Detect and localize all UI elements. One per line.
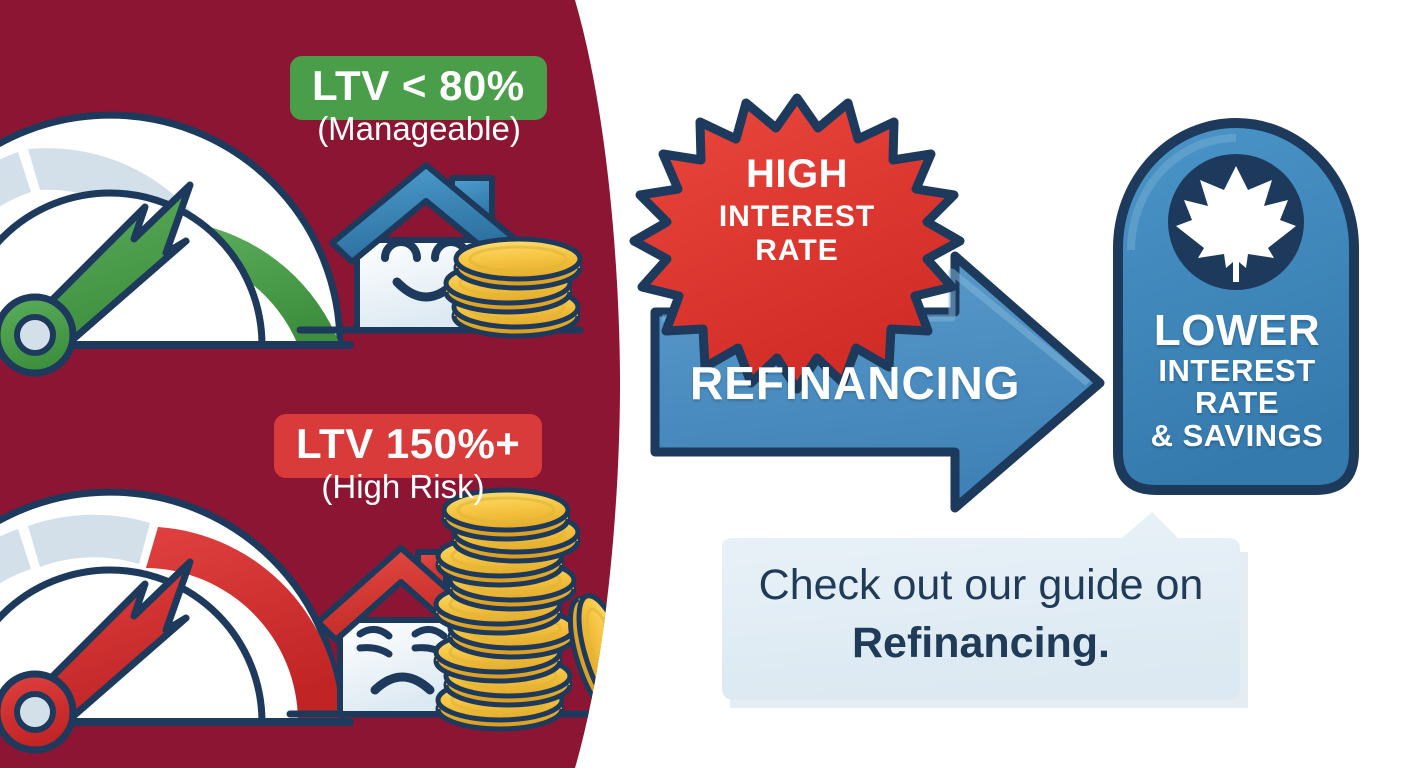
callout-text-bold: Refinancing.	[851, 619, 1111, 668]
lower-rate-shield	[1113, 118, 1359, 495]
ltv-gauge-low	[0, 111, 354, 377]
shield-line-1: LOWER	[1153, 306, 1321, 355]
maple-leaf-icon	[1176, 166, 1296, 282]
ltv-sublabel-manageable: (Manageable)	[317, 110, 521, 147]
ltv-sublabel-high-risk: (High Risk)	[321, 468, 485, 505]
shield-line-3: RATE	[1194, 385, 1280, 421]
callout-text: Check out our guide on Refinancing.	[740, 556, 1222, 672]
coin-stack-small	[446, 239, 580, 336]
callout-text-plain: Check out our guide on	[758, 561, 1204, 609]
arrow-label: REFINANCING	[690, 357, 1021, 409]
ltv-badge-manageable: LTV < 80%	[290, 56, 547, 120]
shield-line-4: & SAVINGS	[1150, 418, 1324, 454]
high-interest-rate-starburst	[629, 93, 965, 394]
ltv-gauge-high	[0, 488, 354, 754]
shield-label: LOWER INTEREST RATE & SAVINGS	[1122, 306, 1352, 454]
ltv-badge-high-risk: LTV 150%+	[274, 414, 543, 478]
callout-bubble[interactable]	[722, 512, 1248, 708]
shield-line-2: INTEREST	[1158, 352, 1316, 388]
